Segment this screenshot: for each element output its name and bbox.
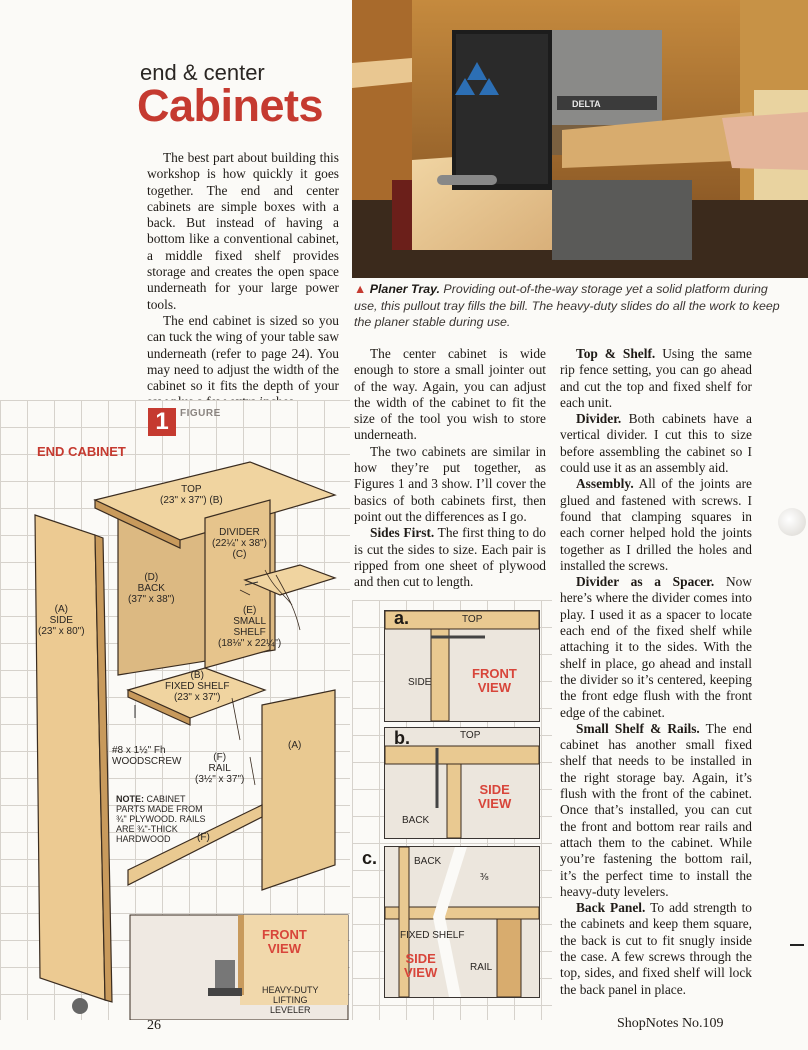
caption-lead: Planer Tray.: [369, 282, 440, 296]
binder-hole: [778, 508, 806, 536]
brand-text: DELTA: [572, 99, 601, 109]
key-divider: (C): [232, 549, 247, 560]
detail-c-dim: ⅜: [480, 872, 489, 883]
label-side-right: (A): [288, 740, 302, 751]
middle-column: The center cabinet is wide enough to sto…: [354, 346, 546, 590]
label-top-dims: (23" x 37") (B): [160, 495, 223, 506]
scan-mark: [790, 944, 804, 946]
label-small-shelf: (E) SMALL SHELF (18⅛" x 22¼"): [218, 605, 282, 649]
right-p6-text: To add strength to the cabinets and keep…: [560, 900, 753, 997]
intro-column: The best part about building this worksh…: [147, 150, 339, 411]
right-paragraph-1: Top & Shelf. Using the same rip fence se…: [560, 346, 752, 411]
right-p1-text: Using the same rip fence setting, you ca…: [560, 346, 752, 410]
right-p4-lead: Divider as a Spacer.: [576, 574, 715, 590]
right-paragraph-3: Assembly. All of the joints are glued an…: [560, 476, 752, 574]
right-paragraph-6: Back Panel. To add strength to the cabin…: [560, 900, 752, 998]
detail-b-top: TOP: [460, 730, 481, 741]
detail-c-letter: c.: [362, 848, 378, 868]
detail-a-side: SIDE: [408, 677, 432, 688]
detail-a-top: TOP: [462, 614, 483, 625]
detail-b-drawing: [385, 745, 539, 838]
intro-paragraph-2: The end cabinet is sized so you can tuck…: [147, 312, 339, 409]
right-paragraph-5: Small Shelf & Rails. The end cabinet has…: [560, 721, 752, 900]
detail-c-drawing: [385, 847, 539, 997]
figure-word: FIGURE: [180, 408, 221, 419]
right-paragraph-4: Divider as a Spacer. Now here’s where th…: [560, 574, 752, 721]
label-fixed-shelf: (B) FIXED SHELF (23" x 37"): [165, 670, 230, 703]
mid-paragraph-3: Sides First. The first thing to do is cu…: [354, 525, 546, 590]
detail-a: [384, 610, 540, 722]
label-leveler: HEAVY-DUTY LIFTING LEVELER: [262, 985, 319, 1015]
detail-c-rail: RAIL: [470, 962, 493, 973]
right-p4-text: Now here’s where the divider comes into …: [560, 574, 752, 720]
detail-b-letter: b.: [394, 728, 410, 748]
label-divider: DIVIDER (22¼" x 38") (C): [212, 527, 267, 560]
triangle-icon: ▲: [354, 282, 367, 296]
right-p1-lead: Top & Shelf.: [576, 346, 656, 361]
note-lead: NOTE:: [116, 794, 144, 804]
right-column: Top & Shelf. Using the same rip fence se…: [560, 346, 752, 998]
detail-b-back: BACK: [402, 815, 430, 826]
label-screw: #8 x 1½" Fh WOODSCREW: [112, 745, 182, 767]
detail-a-letter: a.: [394, 608, 410, 628]
right-p3-lead: Assembly.: [576, 476, 634, 492]
kicker: end & center: [140, 60, 265, 85]
planer-photo: DELTA: [352, 0, 808, 278]
figure-number-badge: 1: [148, 408, 176, 436]
magazine-issue: ShopNotes No.109: [617, 1016, 724, 1031]
end-cabinet-drawing: [34, 461, 349, 1020]
planer-illustration: DELTA: [352, 0, 808, 278]
detail-c-shelf: FIXED SHELF: [400, 930, 465, 941]
label-top: TOP (23" x 37") (B): [160, 484, 223, 506]
caption-text: Providing out-of-the-way storage yet a s…: [354, 282, 780, 329]
key-top: (B): [209, 495, 223, 506]
right-p2-text: Both cabinets have a vertical divider. I…: [560, 411, 752, 476]
label-back: (D) BACK (37" x 38"): [128, 572, 175, 605]
label-side: (A) SIDE (23" x 80"): [38, 604, 85, 637]
page-title: Cabinets: [137, 80, 324, 131]
key-back: (D): [144, 572, 159, 583]
key-rail: (F): [213, 752, 227, 763]
note: NOTE: CABINET PARTS MADE FROM ¾" PLYWOOD…: [116, 794, 206, 844]
intro-paragraph-1: The best part about building this worksh…: [147, 150, 339, 312]
mid-p3-text: The first thing to do is cut the sides t…: [354, 525, 546, 590]
key-small-shelf: (E): [242, 605, 257, 616]
detail-b: [384, 727, 540, 839]
detail-c: [384, 846, 540, 998]
page-number: 26: [147, 1018, 161, 1033]
detail-c-back: BACK: [414, 856, 442, 867]
right-p5-text: The end cabinet has another small fixed …: [560, 720, 752, 899]
right-p6-lead: Back Panel.: [576, 900, 646, 916]
label-rail-lower: (F): [197, 832, 210, 843]
detail-a-drawing: [385, 611, 539, 721]
label-rail: (F) RAIL (3½" x 37"): [195, 752, 245, 785]
key-fixed-shelf: (B): [190, 670, 204, 681]
mid-p3-lead: Sides First.: [370, 525, 435, 541]
right-p2-lead: Divider.: [576, 411, 622, 427]
right-paragraph-2: Divider. Both cabinets have a vertical d…: [560, 411, 752, 476]
right-p3-text: All of the joints are glued and fastened…: [560, 476, 752, 573]
figure-title: END CABINET: [37, 444, 126, 459]
right-p5-lead: Small Shelf & Rails.: [576, 720, 700, 736]
mid-paragraph-1: The center cabinet is wide enough to sto…: [354, 346, 546, 443]
photo-caption: ▲ Planer Tray. Providing out-of-the-way …: [354, 281, 794, 331]
mid-paragraph-2: The two cabinets are similar in how they…: [354, 443, 546, 524]
key-side: (A): [54, 604, 68, 615]
